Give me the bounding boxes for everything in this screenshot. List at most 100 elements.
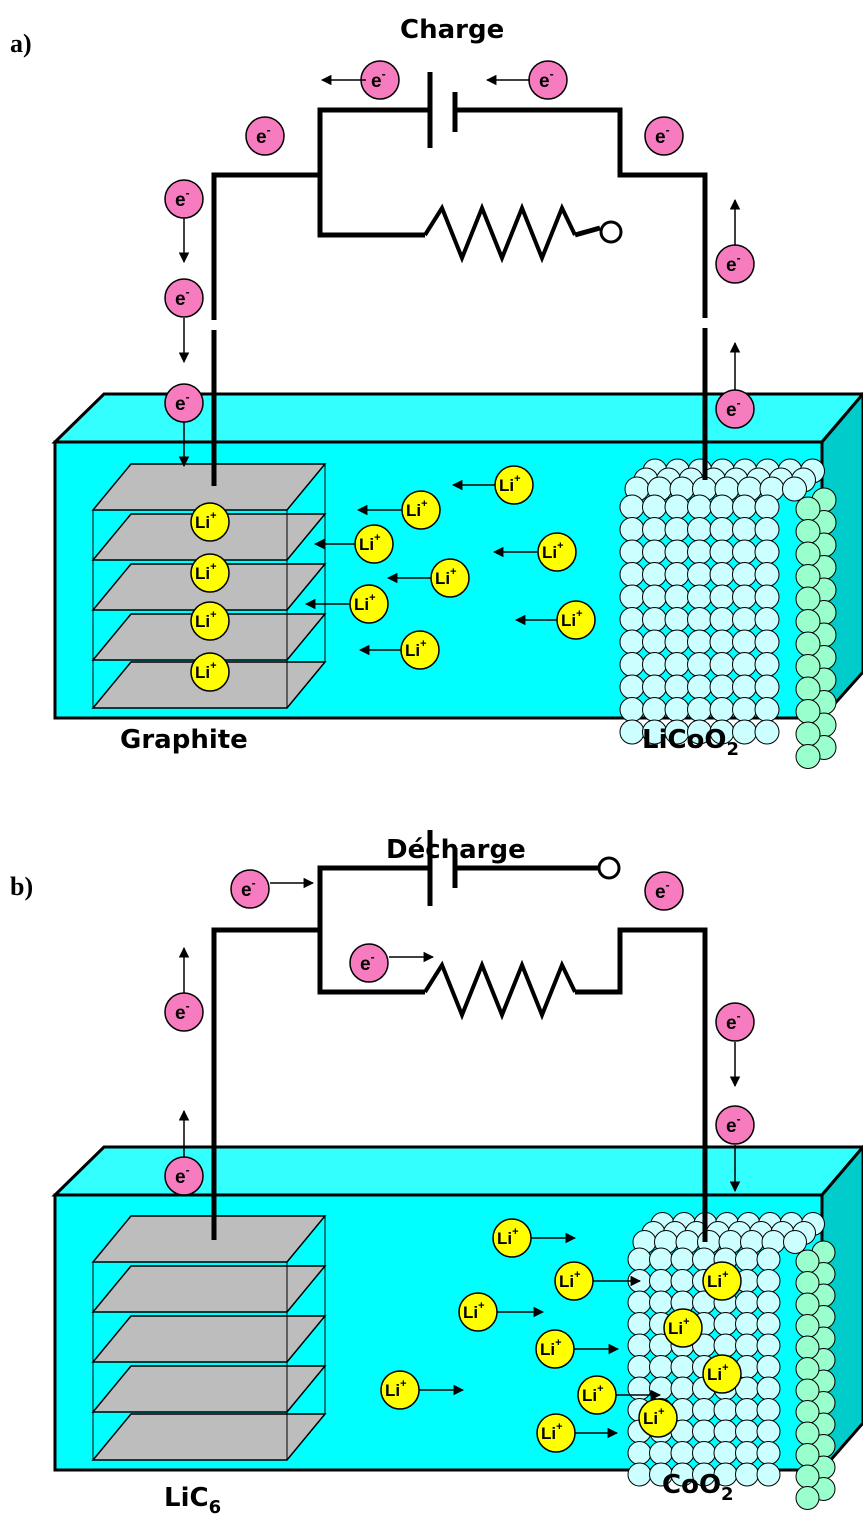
atom xyxy=(687,652,712,677)
atom xyxy=(709,494,735,520)
atom xyxy=(735,1333,759,1358)
atom xyxy=(627,1312,652,1336)
atom xyxy=(795,699,821,724)
panel-a-title: Charge xyxy=(400,15,504,45)
atom xyxy=(713,1333,738,1358)
atom xyxy=(709,562,735,587)
atom xyxy=(619,719,645,745)
atom xyxy=(709,652,735,677)
atom xyxy=(732,517,757,542)
lithium-ion-icon: Li+ xyxy=(556,600,596,640)
atom xyxy=(670,1247,695,1272)
lithium-ion-label: Li+ xyxy=(406,498,428,520)
atom xyxy=(795,1292,820,1317)
electron-icon: e- xyxy=(164,992,204,1032)
lithium-ion-label: Li+ xyxy=(668,1316,690,1338)
atom xyxy=(687,607,712,632)
atom xyxy=(649,1355,673,1379)
panel-a: a) Charge xyxy=(10,15,863,769)
atom xyxy=(687,517,712,542)
lithium-ion-label: Li+ xyxy=(463,1300,485,1322)
electron-label: e- xyxy=(371,67,386,92)
atom xyxy=(642,584,667,610)
atom xyxy=(619,652,645,677)
anode-label-b: LiC6 xyxy=(164,1483,221,1518)
atom xyxy=(754,629,780,655)
lithium-ion-icon: Li+ xyxy=(401,490,441,530)
lithium-ion-icon: Li+ xyxy=(380,1370,420,1410)
electron-label: e- xyxy=(175,1163,190,1188)
atom xyxy=(664,674,690,700)
atom xyxy=(756,1398,781,1422)
atom xyxy=(627,1441,652,1465)
atom xyxy=(732,674,757,700)
atom xyxy=(709,517,735,542)
atom xyxy=(795,541,821,567)
atom xyxy=(754,697,780,722)
graphite-sheet xyxy=(91,1413,327,1461)
atom xyxy=(642,562,667,587)
lithium-ion-icon: Li+ xyxy=(702,1261,742,1301)
electron-icon: e- xyxy=(230,869,270,909)
anode-label-a: Graphite xyxy=(120,725,248,755)
atom xyxy=(754,517,780,542)
atom xyxy=(735,1312,759,1336)
atom xyxy=(713,1419,738,1444)
atom xyxy=(687,562,712,587)
atom xyxy=(756,1312,781,1336)
atom xyxy=(795,1464,820,1489)
atom xyxy=(709,697,735,722)
lithium-ion-label: Li+ xyxy=(195,510,217,532)
lithium-ion-icon: Li+ xyxy=(190,502,230,542)
atom xyxy=(619,494,645,520)
atom xyxy=(687,697,712,722)
atom xyxy=(756,1269,781,1293)
atom xyxy=(795,654,821,679)
lithium-ion-label: Li+ xyxy=(707,1269,729,1291)
lithium-ion-icon: Li+ xyxy=(400,630,440,670)
graphite-sheet xyxy=(91,1265,327,1313)
atom xyxy=(735,1441,759,1465)
lithium-ion-label: Li+ xyxy=(643,1406,665,1428)
atom xyxy=(642,674,667,700)
atom xyxy=(619,674,645,700)
atom xyxy=(795,586,821,612)
atom xyxy=(735,1398,759,1422)
atom xyxy=(795,519,821,544)
switch-terminal-icon xyxy=(597,856,621,880)
atom xyxy=(619,607,645,632)
lithium-ion-label: Li+ xyxy=(497,1226,519,1248)
lithium-ion-icon: Li+ xyxy=(577,1375,617,1415)
atom xyxy=(754,652,780,677)
atom xyxy=(649,1247,673,1272)
lithium-ion-label: Li+ xyxy=(195,660,217,682)
atom xyxy=(687,539,712,565)
atom xyxy=(627,1462,652,1487)
atom xyxy=(732,539,757,565)
atom xyxy=(756,1333,781,1358)
atom xyxy=(642,697,667,722)
atom xyxy=(664,629,690,655)
electron-label: e- xyxy=(655,878,670,903)
atom xyxy=(619,697,645,722)
atom xyxy=(713,1441,738,1465)
atom xyxy=(664,584,690,610)
atom xyxy=(670,1269,695,1293)
atom xyxy=(664,494,690,520)
atom xyxy=(795,721,821,747)
atom xyxy=(732,494,757,520)
lithium-ion-icon: Li+ xyxy=(494,465,534,505)
lithium-ion-icon: Li+ xyxy=(492,1218,532,1258)
atom xyxy=(664,697,690,722)
electron-icon: e- xyxy=(245,116,285,156)
atom xyxy=(732,652,757,677)
atom xyxy=(756,1462,781,1487)
atom xyxy=(619,584,645,610)
electron-label: e- xyxy=(726,1009,741,1034)
atom xyxy=(756,1376,781,1401)
licoo2-block-a xyxy=(619,458,837,769)
atom xyxy=(642,607,667,632)
lithium-ion-icon: Li+ xyxy=(535,1329,575,1369)
atom xyxy=(664,607,690,632)
